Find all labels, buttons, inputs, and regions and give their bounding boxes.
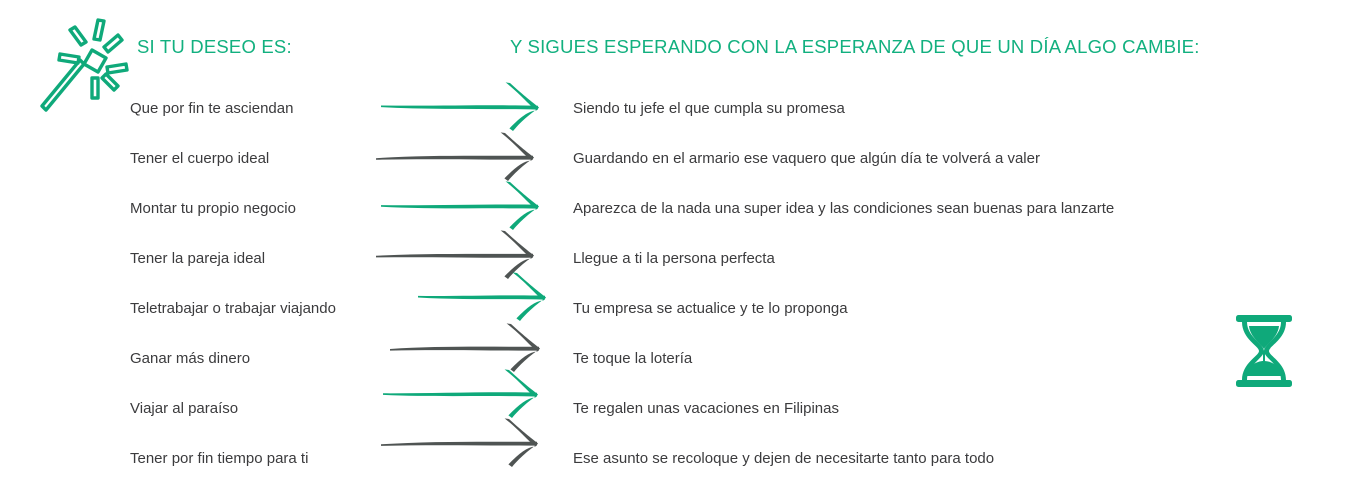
column-header-waiting: Y SIGUES ESPERANDO CON LA ESPERANZA DE Q… [510, 36, 1200, 57]
list-item: Te toque la lotería [573, 350, 693, 367]
list-item: Aparezca de la nada una super idea y las… [573, 200, 1115, 217]
list-item: Viajar al paraíso [130, 400, 239, 417]
arrow-icon [376, 132, 534, 181]
list-item: Llegue a ti la persona perfecta [573, 250, 775, 267]
arrow-icon [390, 323, 540, 372]
list-item: Que por fin te asciendan [130, 100, 294, 117]
list-item: Tu empresa se actualice y te lo proponga [573, 300, 848, 317]
wishes-list: Que por fin te asciendan Tener el cuerpo… [130, 84, 380, 484]
arrow-icon [376, 230, 534, 279]
column-header-wishes: SI TU DESEO ES: [137, 36, 292, 57]
arrow-icon [381, 418, 538, 467]
arrow-icon [381, 82, 539, 131]
waiting-list: Siendo tu jefe el que cumpla su promesa … [573, 84, 1313, 484]
list-item: Tener por fin tiempo para ti [130, 450, 309, 467]
magic-wand-icon [34, 14, 130, 114]
list-item: Ese asunto se recoloque y dejen de neces… [573, 450, 995, 467]
list-item: Teletrabajar o trabajar viajando [130, 300, 336, 317]
arrow-icon [383, 369, 538, 418]
hourglass-icon [1233, 313, 1295, 389]
list-item: Tener la pareja ideal [130, 250, 266, 267]
list-item: Siendo tu jefe el que cumpla su promesa [573, 100, 845, 117]
list-item: Te regalen unas vacaciones en Filipinas [573, 400, 839, 417]
list-item: Guardando en el armario ese vaquero que … [573, 150, 1040, 167]
list-item: Tener el cuerpo ideal [130, 150, 270, 167]
arrow-icon [418, 272, 546, 321]
list-item: Ganar más dinero [130, 350, 251, 367]
list-item: Montar tu propio negocio [130, 200, 296, 217]
arrow-icon [381, 181, 539, 230]
